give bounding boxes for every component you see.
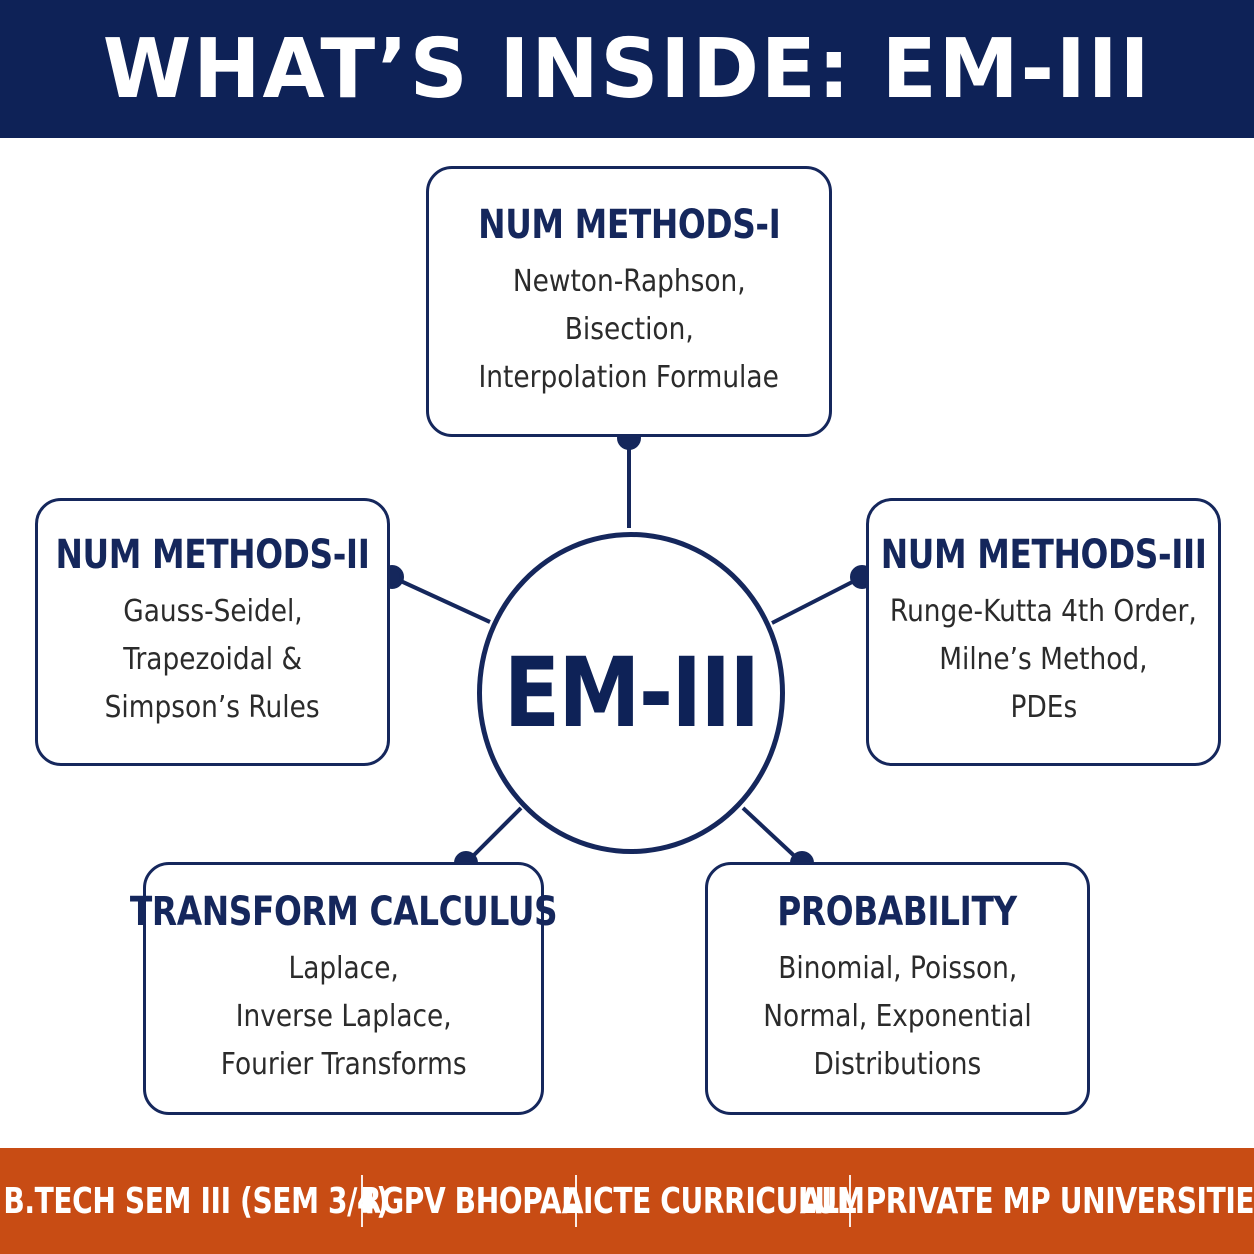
card-line: Milne’s Method,	[939, 642, 1148, 677]
card-num-methods-2: NUM METHODS-II Gauss-Seidel, Trapezoidal…	[35, 498, 390, 766]
footer-item-wrap: RGPV BHOPAL	[360, 1181, 579, 1222]
card-title: NUM METHODS-II	[55, 532, 370, 578]
footer-item-wrap: AICTE CURRICULUM	[562, 1181, 865, 1222]
connector-left	[391, 575, 491, 624]
card-line: Binomial, Poisson,	[778, 950, 1017, 986]
card-line: Trapezoidal &	[123, 642, 302, 677]
header-banner: WHAT’S INSIDE: EM-III	[0, 0, 1254, 138]
footer-item-wrap: ALL PRIVATE MP UNIVERSITIES	[800, 1181, 1254, 1222]
connector-right	[771, 575, 863, 625]
card-line: PDEs	[1010, 690, 1077, 725]
card-line: Simpson’s Rules	[105, 690, 320, 725]
connector-bottom-right	[741, 806, 804, 865]
card-line: Runge-Kutta 4th Order,	[890, 594, 1197, 629]
footer-separator	[849, 1175, 851, 1227]
footer-item-semester: B.TECH SEM III (SEM 3/4)	[3, 1180, 389, 1222]
card-title: TRANSFORM CALCULUS	[129, 888, 558, 935]
hub-circle: EM-III	[477, 532, 785, 854]
footer-item-curriculum: AICTE CURRICULUM	[561, 1180, 865, 1222]
card-num-methods-1: NUM METHODS-I Newton-Raphson, Bisection,…	[426, 166, 832, 437]
footer-separator	[361, 1175, 363, 1227]
footer-item-wrap: B.TECH SEM III (SEM 3/4)	[3, 1181, 389, 1222]
footer-separator	[575, 1175, 577, 1227]
card-line: Normal, Exponential	[763, 998, 1032, 1034]
card-line: Laplace,	[288, 950, 399, 986]
card-line: Bisection,	[564, 311, 694, 347]
card-line: Fourier Transforms	[220, 1046, 467, 1082]
footer-banner: B.TECH SEM III (SEM 3/4) RGPV BHOPAL AIC…	[0, 1148, 1254, 1254]
card-line: Interpolation Formulae	[478, 359, 780, 395]
card-line: Newton-Raphson,	[512, 263, 746, 299]
card-probability: PROBABILITY Binomial, Poisson, Normal, E…	[705, 862, 1090, 1115]
card-title: NUM METHODS-I	[477, 201, 781, 248]
footer-item-university: RGPV BHOPAL	[359, 1180, 579, 1222]
card-title: PROBABILITY	[777, 888, 1018, 935]
card-line: Gauss-Seidel,	[122, 594, 303, 629]
hub-label: EM-III	[503, 637, 760, 749]
footer-item-universities: ALL PRIVATE MP UNIVERSITIES	[799, 1180, 1254, 1222]
card-title: NUM METHODS-III	[880, 532, 1207, 578]
page-title: WHAT’S INSIDE: EM-III	[102, 21, 1152, 117]
card-line: Inverse Laplace,	[235, 998, 452, 1034]
connector-bottom-left	[464, 806, 523, 865]
card-num-methods-3: NUM METHODS-III Runge-Kutta 4th Order, M…	[866, 498, 1221, 766]
card-line: Distributions	[813, 1046, 982, 1082]
card-transform-calculus: TRANSFORM CALCULUS Laplace, Inverse Lapl…	[130, 862, 558, 1115]
